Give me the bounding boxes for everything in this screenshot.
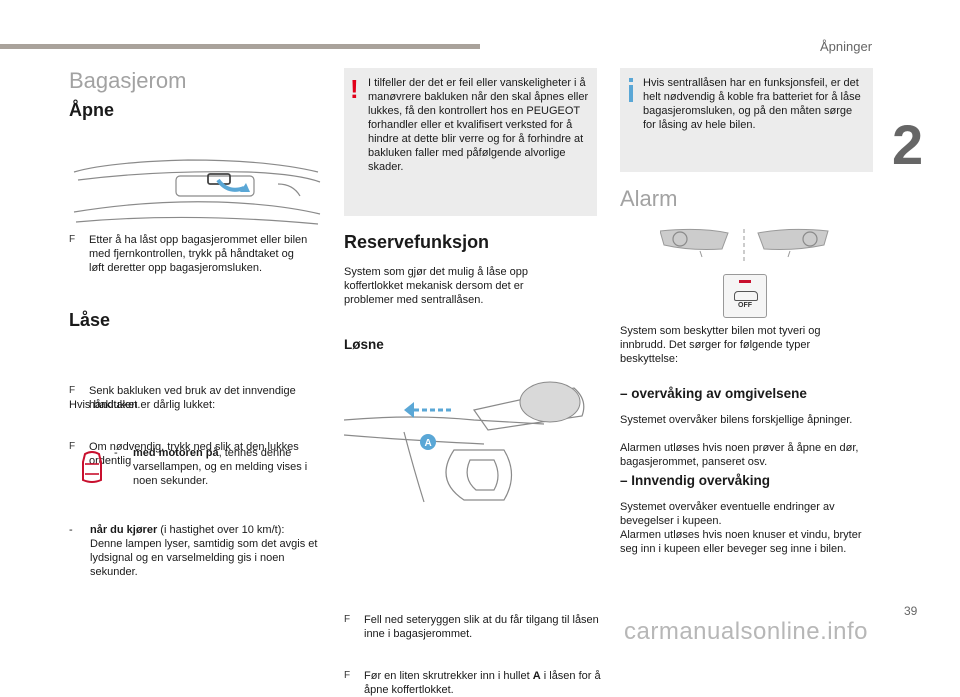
- car-icon: [734, 291, 758, 301]
- lock-release-illustration: A: [344, 381, 585, 503]
- release-bullet-2: Før en liten skrutrekker inn i hullet A …: [344, 669, 616, 697]
- page-title: Bagasjerom: [69, 68, 187, 93]
- watermark: carmanualsonline.info: [624, 618, 868, 645]
- backup-text: System som gjør det mulig å låse opp kof…: [344, 266, 529, 306]
- open-heading: Åpne: [69, 100, 114, 120]
- open-boot-warning-icon: [82, 451, 102, 483]
- interior-text: Systemet overvåker eventuelle endringer …: [620, 501, 835, 527]
- alarm-text: System som beskytter bilen mot tyveri og…: [620, 325, 821, 365]
- alarm-sensor-illustration: [660, 228, 829, 263]
- release-heading: Løsne: [344, 337, 384, 352]
- alarm-title: Alarm: [620, 186, 678, 211]
- perimeter-heading: – overvåking av omgivelsene: [620, 386, 807, 401]
- info-text: Hvis sentrallåsen har en funksjonsfeil, …: [643, 77, 861, 131]
- chapter-number: 2: [892, 113, 924, 176]
- header-bar: [0, 44, 480, 49]
- perimeter-text: Systemet overvåker bilens forskjellige å…: [620, 414, 853, 426]
- interior-heading: – Innvendig overvåking: [620, 473, 771, 488]
- engine-on-text: med motoren på, tennes denne varsellampe…: [133, 447, 308, 487]
- section-label: Åpninger: [820, 39, 873, 54]
- perimeter-text-2: Alarmen utløses hvis noen prøver å åpne …: [620, 442, 859, 468]
- open-bullet: Etter å ha låst opp bagasjerommet eller …: [69, 233, 309, 275]
- warning-text: I tilfeller der det er feil eller vanske…: [368, 77, 589, 173]
- interior-text-2: Alarmen utløses hvis noen knuser et vind…: [620, 529, 862, 555]
- lock-note: Hvis bakluken er dårlig lukket:: [69, 399, 216, 411]
- warning-box: [344, 68, 597, 216]
- page-number: 39: [904, 604, 918, 618]
- alarm-off-button: OFF: [723, 274, 767, 318]
- info-box: [620, 68, 873, 172]
- lock-heading: Låse: [69, 310, 111, 330]
- driving-text: når du kjører (i hastighet over 10 km/t)…: [90, 524, 318, 578]
- warning-icon: !: [350, 74, 359, 104]
- tailgate-illustration: [73, 159, 321, 225]
- info-icon: [629, 78, 633, 102]
- backup-heading: Reservefunksjon: [344, 232, 490, 252]
- lock-bullet: Senk bakluken ved bruk av det innvendige…: [69, 384, 334, 412]
- alarm-led-icon: [739, 280, 751, 283]
- release-bullet: Fell ned seteryggen slik at du får tilga…: [344, 613, 616, 641]
- off-label: OFF: [738, 302, 752, 309]
- marker-a-label: A: [425, 438, 432, 449]
